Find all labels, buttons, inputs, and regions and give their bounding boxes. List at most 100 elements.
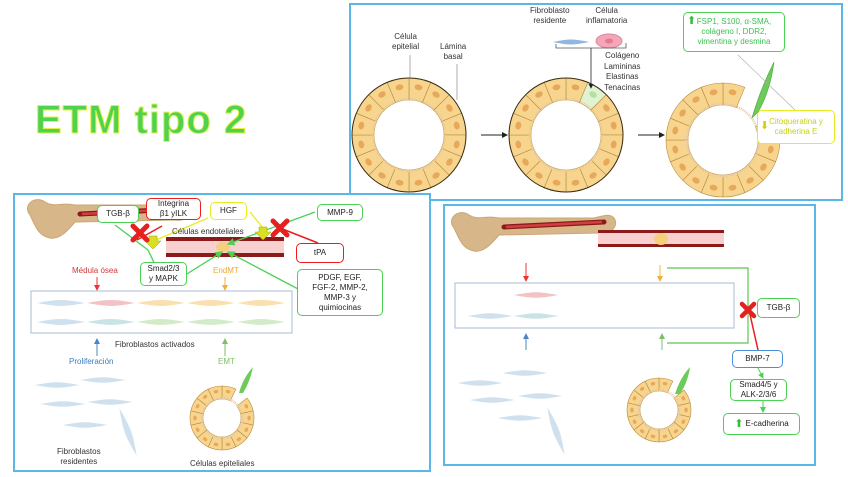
blood-vessel [166, 237, 284, 257]
label-lamina-basal: Lámina basal [440, 42, 467, 61]
cell-nucleus [446, 158, 453, 166]
cell-nucleus [203, 437, 208, 442]
label-celulas-endoteliales: Células endoteliales [172, 227, 244, 236]
cell-nucleus [681, 396, 686, 401]
arrow-up-icon: ⬆ [687, 15, 697, 27]
cell-nucleus [571, 84, 580, 91]
cell-nucleus [193, 415, 197, 421]
label-endmt: EndMT [213, 266, 239, 275]
cell-nucleus [640, 429, 645, 434]
box-tpa: tPA [296, 243, 344, 263]
cell-nucleus [662, 381, 668, 386]
cell-nucleus [213, 442, 219, 447]
activated-fibroblasts-box-right [454, 282, 735, 329]
cell-nucleus [552, 84, 561, 91]
fibroblast-cell [502, 370, 548, 376]
markers-up-box: ⬆ FSP1, S100, α-SMA, colágeno I, DDR2, v… [683, 12, 785, 52]
fibroblast-cell [40, 401, 86, 407]
cell-nucleus [535, 91, 543, 98]
epithelial-ring-small [189, 385, 255, 451]
cell-nucleus [515, 140, 522, 149]
cell-nucleus [515, 121, 522, 130]
cell-nucleus [589, 91, 597, 98]
cell-nucleus [395, 84, 404, 91]
fibroblast-cell [87, 319, 135, 325]
cell-nucleus [195, 427, 200, 432]
fibroblast-cell [544, 406, 568, 456]
cell-nucleus [679, 109, 686, 117]
resident-fibroblasts-right [457, 370, 568, 456]
cell-nucleus [378, 172, 386, 179]
hgf-arrow-icon-2 [254, 226, 272, 241]
cell-nucleus [603, 104, 610, 112]
cell-nucleus [414, 84, 423, 91]
cell-nucleus [610, 121, 617, 130]
cell-nucleus [767, 145, 774, 154]
activated-fibroblasts-right [467, 292, 559, 319]
cell-nucleus [236, 437, 241, 442]
fibroblast-cell [80, 377, 126, 383]
box-integrina: Integrina β1 yILK [146, 198, 201, 220]
cell-nucleus [673, 429, 678, 434]
fibroblast-cell [37, 300, 85, 306]
arrow-up-icon: ⬆ [734, 418, 744, 430]
epithelial-ring-right [626, 377, 692, 443]
box-growth-factors: PDGF, EGF, FGF-2, MMP-2, MMP-3 y quimioc… [297, 269, 383, 316]
resident-fibroblasts [34, 377, 140, 457]
fibroblast-cell [467, 313, 513, 319]
cell-nucleus [395, 179, 404, 186]
blood-vessel-right [598, 230, 724, 247]
fibroblast-cell [137, 300, 185, 306]
label-proliferacion: Proliferación [69, 357, 114, 366]
cell-nucleus [640, 386, 645, 391]
mesenchymal-cell [751, 61, 775, 120]
box-tgb-beta-right: TGB-β [757, 298, 800, 318]
label-celula-inflamatoria: Célula inflamatoria [586, 6, 628, 25]
cell-nucleus [681, 419, 686, 424]
cell-nucleus [453, 140, 460, 149]
cell-nucleus [662, 434, 668, 439]
cell-nucleus [632, 419, 637, 424]
cell-nucleus [414, 179, 423, 186]
cell-nucleus [358, 140, 365, 149]
label-ecm-components: Colágeno Lamininas Elastinas Tenacinas [604, 51, 641, 92]
cell-nucleus [650, 381, 656, 386]
cell-nucleus [610, 140, 617, 149]
fibroblast-cell [87, 399, 133, 405]
cell-nucleus [358, 121, 365, 130]
box-bmp7: BMP-7 [732, 350, 783, 368]
fibroblast-cell [116, 407, 140, 457]
box-smad23: Smad2/3 y MAPK [140, 262, 187, 286]
fibroblast-cell [469, 397, 515, 403]
cell-nucleus [453, 121, 460, 130]
figure-title: ETM tipo 2 [34, 98, 248, 143]
label-emt: EMT [218, 357, 235, 366]
box-tgb-beta: TGB-β [97, 205, 139, 223]
cell-nucleus [728, 89, 737, 96]
epithelial-ring-injured [508, 77, 624, 193]
cell-nucleus [225, 389, 231, 394]
fibroblast-cell [37, 319, 85, 325]
cell-nucleus [535, 172, 543, 179]
activated-fibroblasts [37, 300, 285, 325]
fibroblast-cell [62, 422, 108, 428]
label-celulas-epiteliales: Células epiteliales [190, 459, 255, 468]
inhibit-x-icon [739, 301, 757, 319]
fibroblast-cell [517, 393, 563, 399]
cell-nucleus [679, 163, 686, 171]
label-fibroblastos-activados: Fibroblastos activados [115, 340, 195, 349]
cell-nucleus [672, 126, 679, 135]
fibroblast-cell [137, 319, 185, 325]
cell-nucleus [203, 394, 208, 399]
fibroblast-cell [237, 300, 285, 306]
cell-nucleus [225, 442, 231, 447]
arrow-down-icon: ⬇ [760, 120, 770, 132]
fibroblast-cell [513, 292, 559, 298]
cell-nucleus [630, 407, 634, 413]
tgb-feedback-line [667, 267, 749, 344]
cell-nucleus [247, 415, 251, 421]
resident-fibroblast-cell [552, 39, 590, 45]
cell-nucleus [709, 184, 718, 191]
cell-nucleus [672, 145, 679, 154]
